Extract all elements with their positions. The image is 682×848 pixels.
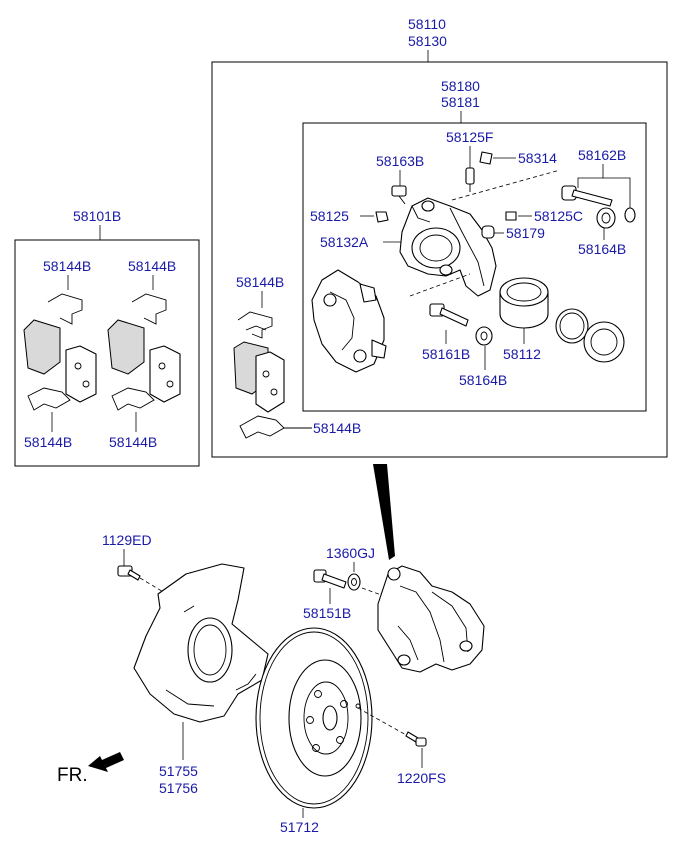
label-58132a[interactable]: 58132A bbox=[320, 234, 369, 250]
leader-58162b-b bbox=[603, 177, 631, 208]
label-58144b-kit-bl[interactable]: 58144B bbox=[24, 434, 72, 450]
piston-boot[interactable] bbox=[583, 321, 625, 363]
label-51712[interactable]: 51712 bbox=[280, 819, 319, 835]
alignment-line-58151b bbox=[361, 587, 385, 597]
caliper-assembled[interactable] bbox=[377, 565, 485, 673]
label-58110[interactable]: 58110 bbox=[408, 16, 446, 32]
front-direction-label: FR. bbox=[57, 765, 88, 786]
pad-shims-assembly-lower[interactable] bbox=[239, 415, 312, 439]
label-1129ed[interactable]: 1129ED bbox=[102, 532, 152, 548]
brake-pad-assembly[interactable] bbox=[233, 341, 285, 413]
label-58180[interactable]: 58180 bbox=[441, 78, 480, 94]
label-58164b-upper[interactable]: 58164B bbox=[578, 241, 626, 257]
piston-seal[interactable] bbox=[555, 308, 589, 344]
alignment-line-lower bbox=[409, 273, 471, 297]
label-58163b[interactable]: 58163B bbox=[376, 153, 424, 169]
caliper-box bbox=[302, 122, 647, 412]
pad-set-right[interactable] bbox=[107, 293, 181, 411]
label-58125c[interactable]: 58125C bbox=[534, 208, 583, 224]
label-58161b[interactable]: 58161B bbox=[422, 346, 470, 362]
screw-58125[interactable] bbox=[375, 211, 389, 223]
bolt-1129ed[interactable] bbox=[117, 565, 141, 581]
assembly-pointer-arrow bbox=[373, 464, 395, 560]
assembly-box bbox=[211, 61, 668, 458]
piston-58112[interactable] bbox=[499, 277, 549, 329]
pad-kit-group: 58101B 58144B 58144B 58144B 58144B bbox=[14, 208, 200, 467]
label-58144b-kit-tr[interactable]: 58144B bbox=[128, 258, 176, 274]
label-58181[interactable]: 58181 bbox=[441, 94, 480, 110]
guide-pin-set-58162b[interactable] bbox=[561, 185, 636, 223]
label-58144b-assembly-top[interactable]: 58144B bbox=[236, 274, 284, 290]
bolt-58151b[interactable] bbox=[313, 569, 347, 589]
label-51756[interactable]: 51756 bbox=[159, 780, 198, 796]
bleeder-screw-58125f[interactable] bbox=[465, 167, 475, 192]
label-58314[interactable]: 58314 bbox=[518, 150, 557, 166]
caliper-assembly-group: 58110 58130 58180 58181 58125F 58314 581… bbox=[211, 16, 668, 458]
label-1220fs[interactable]: 1220FS bbox=[397, 770, 446, 786]
label-58125[interactable]: 58125 bbox=[310, 208, 349, 224]
label-58144b-assembly-bottom[interactable]: 58144B bbox=[313, 420, 361, 436]
screw-58125c[interactable] bbox=[505, 211, 517, 221]
pad-shims-assembly-upper[interactable] bbox=[237, 311, 273, 339]
label-58125f[interactable]: 58125F bbox=[446, 129, 493, 145]
pad-kit-box bbox=[14, 239, 200, 467]
alignment-line-upper bbox=[451, 169, 561, 201]
pad-set-left[interactable] bbox=[23, 293, 97, 411]
screw-1220fs[interactable] bbox=[405, 731, 427, 747]
leader-58162b-a bbox=[577, 164, 604, 188]
brake-disc-51712[interactable] bbox=[255, 627, 373, 809]
front-direction-arrow-icon bbox=[88, 752, 124, 772]
label-58144b-kit-tl[interactable]: 58144B bbox=[43, 258, 91, 274]
label-58179[interactable]: 58179 bbox=[506, 225, 545, 241]
alignment-line-1220fs bbox=[357, 707, 409, 737]
boot-58164b-upper[interactable] bbox=[596, 207, 616, 229]
label-58151b[interactable]: 58151B bbox=[303, 605, 351, 621]
label-58144b-kit-br[interactable]: 58144B bbox=[109, 434, 157, 450]
label-58164b-lower[interactable]: 58164B bbox=[459, 372, 507, 388]
guide-bolt-58163b[interactable] bbox=[391, 185, 407, 205]
label-58112[interactable]: 58112 bbox=[503, 346, 541, 362]
guide-bolt-58161b[interactable] bbox=[429, 303, 469, 327]
dust-cover-51755[interactable] bbox=[133, 563, 269, 723]
lower-parts-group: 1129ED 51755 51756 FR. bbox=[57, 532, 485, 835]
label-51755[interactable]: 51755 bbox=[159, 763, 198, 779]
washer-1360gj[interactable] bbox=[347, 573, 361, 591]
label-58162b[interactable]: 58162B bbox=[578, 147, 626, 163]
label-58101b[interactable]: 58101B bbox=[73, 208, 121, 224]
label-1360gj[interactable]: 1360GJ bbox=[326, 545, 375, 561]
bleeder-cap-58314[interactable] bbox=[479, 151, 493, 165]
caliper-housing-58132a[interactable] bbox=[399, 197, 497, 297]
carrier-bracket[interactable] bbox=[311, 269, 387, 373]
plug-58179[interactable] bbox=[481, 225, 495, 239]
label-58130[interactable]: 58130 bbox=[408, 33, 447, 49]
boot-58164b-lower[interactable] bbox=[475, 326, 493, 346]
